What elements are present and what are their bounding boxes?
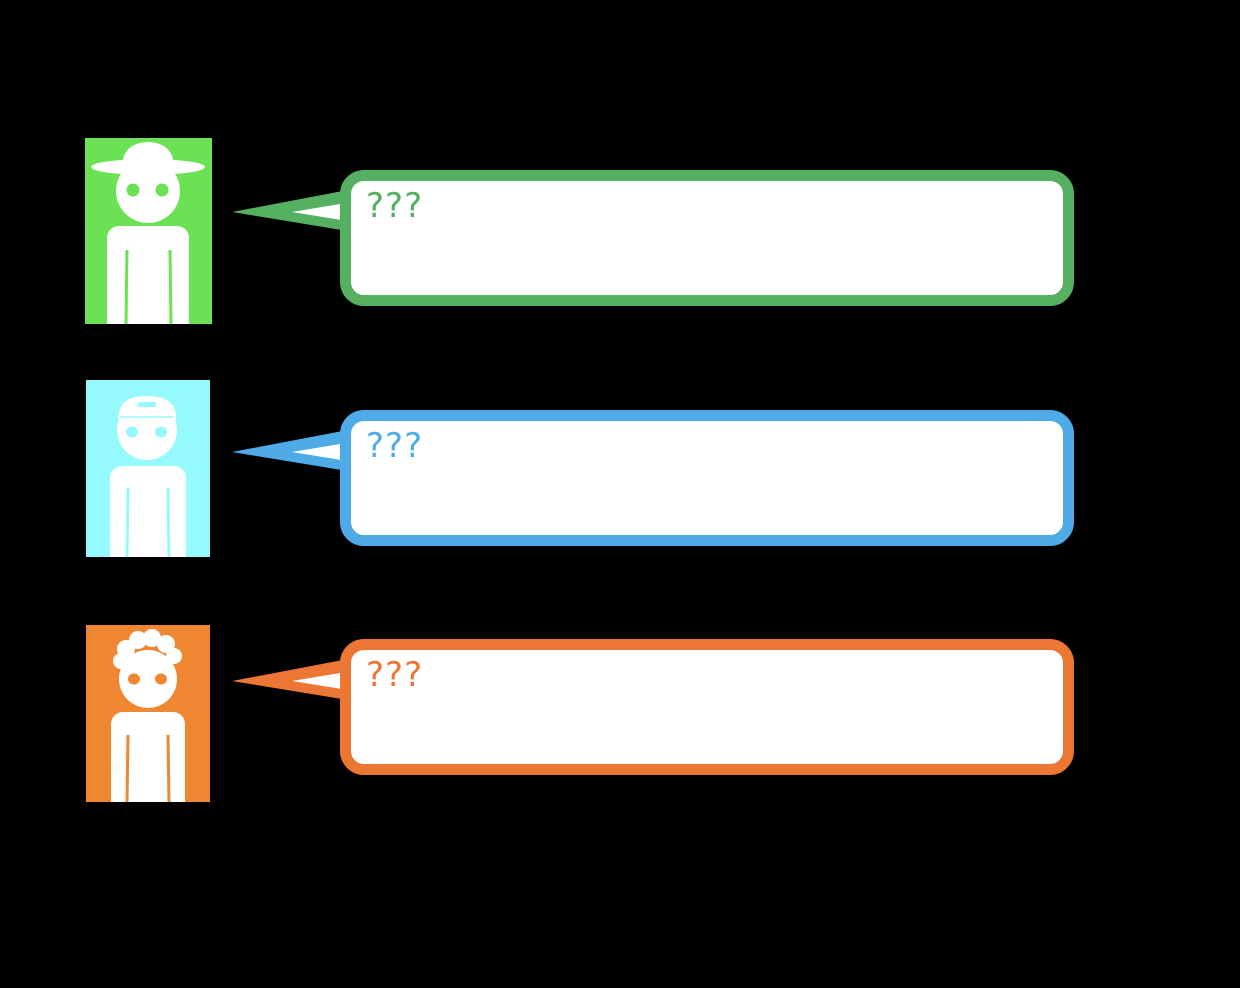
portrait-curly [86,625,210,802]
portrait-cap [86,380,210,557]
speech-bubble-2: ??? [230,410,1080,546]
speech-bubble-box: ??? [340,410,1074,546]
curly-hair-person-icon [111,629,185,802]
dialogue-text: ??? [366,426,424,466]
portrait-ranger [85,138,212,324]
speech-bubble-box: ??? [340,170,1074,306]
dialogue-text: ??? [366,186,424,226]
speech-bubble-tail [232,190,354,232]
speech-bubble-tail [232,430,354,472]
speech-bubble-tail [232,659,354,701]
ranger-hat-person-icon [91,142,205,324]
speech-bubble-1: ??? [230,170,1080,306]
dialogue-text: ??? [366,655,424,695]
cap-person-icon [110,396,186,557]
speech-bubble-box: ??? [340,639,1074,775]
speech-bubble-3: ??? [230,639,1080,775]
